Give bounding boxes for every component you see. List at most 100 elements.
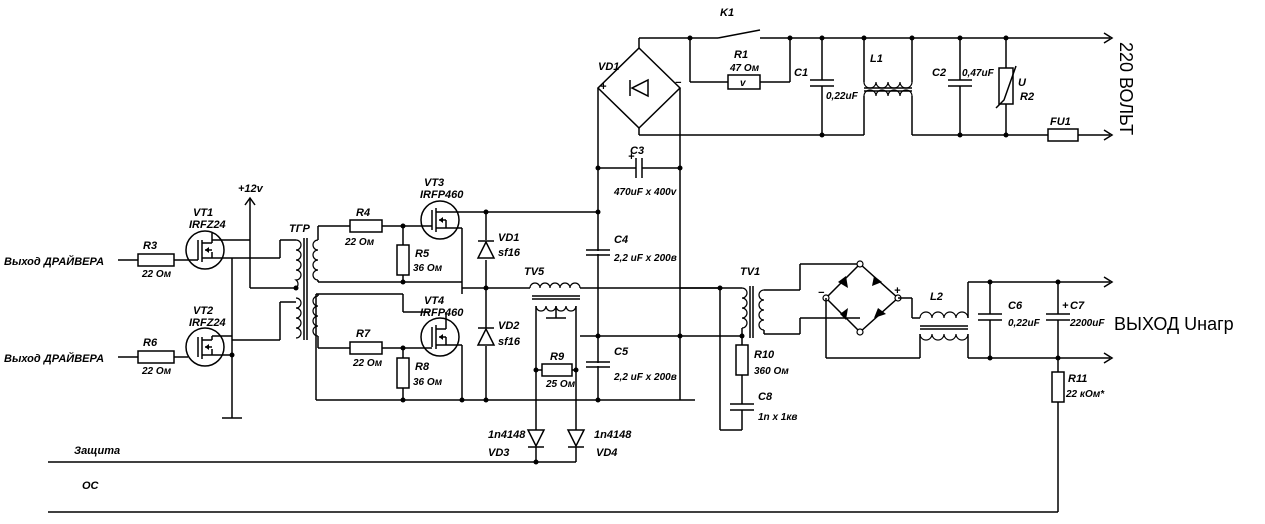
r10-ref: R10 [754,349,775,361]
r1-value: 47 Ом [729,63,760,74]
c4-ref: C4 [614,234,628,246]
r2-ref: R2 [1020,91,1034,103]
c3-value: 470uF x 400v [613,187,678,198]
r8-value: 36 Ом [413,377,443,388]
vd2-type: sf16 [498,336,521,348]
output-filter: L2 C6 0,22uF + C7 2200uF ВЫХОД Uнагр R11 [826,276,1234,512]
tv1-ref: TV1 [740,266,760,278]
out-bridge-plus: + [894,285,901,297]
resistor-r10 [735,344,749,376]
r9-value: 25 Ом [545,379,576,390]
c1-ref: C1 [794,67,808,79]
fuse-fu1 [1047,128,1079,142]
r10-value: 360 Ом [754,366,789,377]
mosfet-vt4: VT4 IRFP460 [420,295,464,400]
r7-ref: R7 [356,328,371,340]
diode-vd2-sf16: VD2 sf16 [476,320,521,348]
gate-circuit-bottom: R7 22 Ом R8 36 Ом [315,293,695,403]
r3-ref: R3 [143,240,157,252]
r6-value: 22 Ом [141,366,172,377]
r4-ref: R4 [356,207,370,219]
c7-ref: C7 [1070,300,1085,312]
resistor-r6 [137,350,175,364]
vd4-type: 1n4148 [594,429,632,441]
c8-value: 1n x 1кв [758,412,797,423]
r7-value: 22 Ом [352,358,383,369]
k1-ref: K1 [720,7,734,19]
output-label: ВЫХОД Uнагр [1114,314,1234,334]
vt3-type: IRFP460 [420,189,464,201]
driver-output-label-2: Выход ДРАЙВЕРА [4,352,104,365]
vt3-ref: VT3 [424,177,444,189]
r2-mark: U [1018,77,1027,89]
c3-ref: C3 [630,145,644,157]
feedback-label: ОС [82,480,100,492]
c7-plus: + [1062,300,1069,312]
bridge-plus: + [600,81,607,93]
tgr-ref: ТГР [289,223,310,235]
output-bridge: − + [763,260,913,358]
bridge-minus: − [675,77,682,89]
r4-value: 22 Ом [344,237,375,248]
vd1a-ref: VD1 [498,232,519,244]
half-bridge-wiring [461,209,601,400]
driver-input-1: Выход ДРАЙВЕРА R3 22 Ом [4,240,188,280]
resistor-r7 [349,341,383,355]
vt2-type: IRFZ24 [189,317,226,329]
r11-value: 22 кОм* [1065,389,1105,400]
mosfet-vt1: VT1 IRFZ24 [185,207,226,270]
c1-value: 0,22uF [826,91,859,102]
l1-ref: L1 [870,53,883,65]
vd2-ref: VD2 [498,320,519,332]
r5-value: 36 Ом [413,263,443,274]
c5-ref: C5 [614,346,629,358]
c3-plus: + [628,151,635,163]
c6-value: 0,22uF [1008,318,1041,329]
resistor-r9-group: R9 25 Ом [533,351,579,390]
resistor-r5 [396,244,410,276]
vt4-type: IRFP460 [420,307,464,319]
fu1-ref: FU1 [1050,116,1071,128]
l2-ref: L2 [930,291,943,303]
driver-input-2: Выход ДРАЙВЕРА R6 22 Ом [4,337,188,377]
c7-value: 2200uF [1069,318,1105,329]
choke-l1: L1 [822,35,915,136]
vd1a-type: sf16 [498,247,521,259]
mains-filter-output: C2 0,47uF U R2 FU1 220 ВОЛЬТ [912,35,1136,142]
supply-label: +12v [238,183,264,195]
transformer-tgr: ТГР [289,223,319,340]
r1-v-mark: v [740,78,747,89]
protection-diodes: 1n4148 VD3 1n4148 VD4 Защита ОС [48,400,1058,513]
mains-bridge-vd1: VD1 + − [596,38,820,136]
mosfet-vt2: VT2 IRFZ24 [185,305,226,367]
resistor-r8 [396,357,410,389]
driver-wiring: +12v [211,183,296,419]
resistor-r4 [349,219,383,233]
r3-value: 22 Ом [141,269,172,280]
resistor-r9 [541,363,573,377]
r1-ref: R1 [734,49,748,61]
vt1-type: IRFZ24 [189,219,226,231]
tv5-ref: TV5 [524,266,545,278]
r11-ref: R11 [1068,373,1087,385]
c5-value: 2,2 uF x 200в [613,372,677,383]
diode-vd1-sf16: VD1 sf16 [476,232,521,259]
vd3-ref: VD3 [488,447,509,459]
c6-ref: C6 [1008,300,1023,312]
r6-ref: R6 [143,337,158,349]
vd3-type: 1n4148 [488,429,526,441]
vt4-ref: VT4 [424,295,444,307]
vt1-ref: VT1 [193,207,213,219]
r9-ref: R9 [550,351,565,363]
driver-output-label-1: Выход ДРАЙВЕРА [4,255,104,268]
resistor-r3 [137,253,175,267]
capacitor-bank: C3 + 470uF x 400v C4 2,2 uF x 200в C5 2,… [580,88,720,400]
vt2-ref: VT2 [193,305,213,317]
transformer-tv1: TV1 R10 360 Ом C8 1n x 1кв [680,266,797,431]
gate-circuit-top: R4 22 Ом R5 36 Ом [317,207,462,285]
out-bridge-minus: − [818,287,825,299]
c2-value: 0,47uF [962,68,995,79]
mains-label: 220 ВОЛЬТ [1116,42,1136,135]
varistor-r2 [998,67,1014,105]
